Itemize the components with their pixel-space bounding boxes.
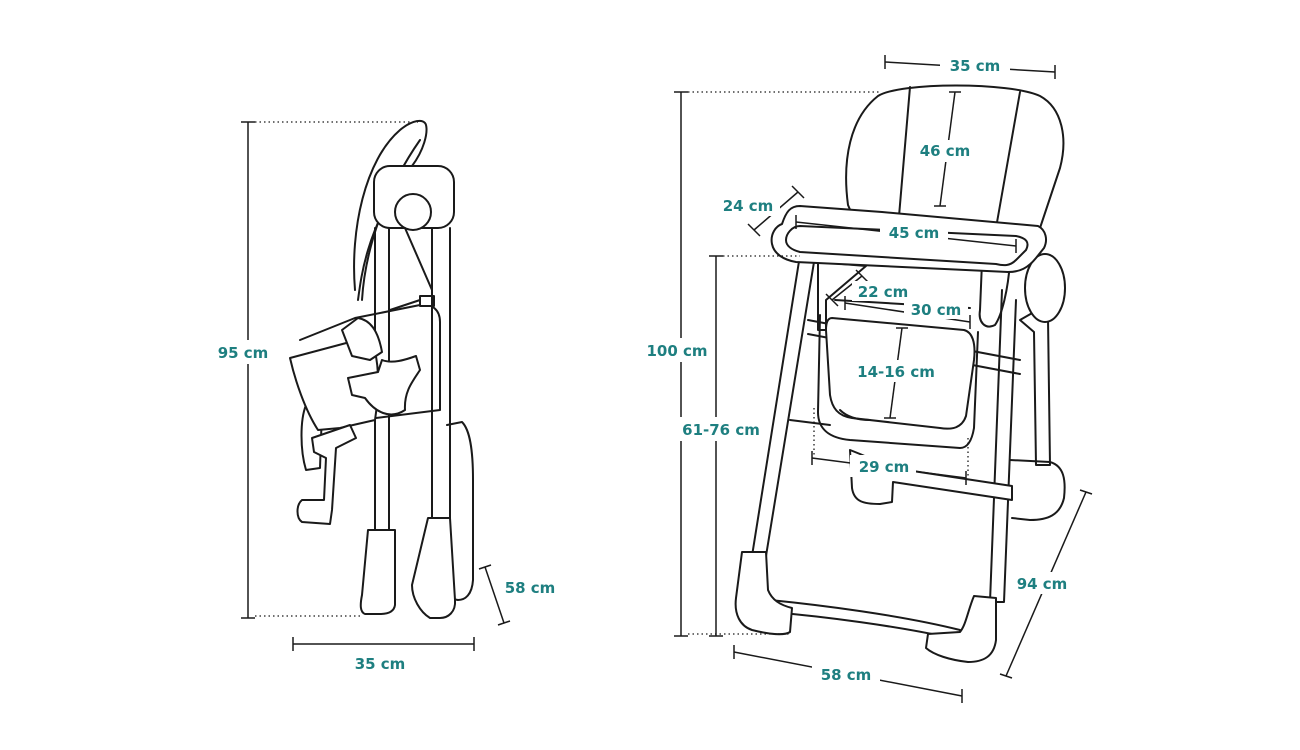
folded-depth-label: 58 cm: [505, 579, 556, 597]
open-footrest-width-dimension: 29 cm: [811, 408, 969, 485]
open-base-width-dimension: 58 cm: [733, 645, 963, 703]
folded-width-dimension: 35 cm: [292, 637, 475, 673]
open-seat-depth-label: 22 cm: [858, 283, 909, 301]
open-seat-floor-height-label: 61-76 cm: [682, 421, 760, 439]
open-base-depth-label: 94 cm: [1017, 575, 1068, 593]
open-backrest-height-label: 46 cm: [920, 142, 971, 160]
open-seat-height-dimension: 14-16 cm: [850, 327, 942, 419]
open-seat-depth-dimension: 22 cm: [825, 269, 914, 307]
open-tray-depth-label: 24 cm: [723, 197, 774, 215]
open-total-height-label: 100 cm: [646, 342, 707, 360]
folded-height-label: 95 cm: [218, 344, 269, 362]
open-backrest-height-dimension: 46 cm: [912, 91, 978, 207]
open-top-width-dimension: 35 cm: [884, 54, 1056, 79]
open-tray-width-label: 45 cm: [889, 224, 940, 242]
open-seat-floor-height-dimension: 61-76 cm: [676, 255, 800, 637]
open-tray-depth-dimension: 24 cm: [716, 185, 805, 237]
open-seat-height-label: 14-16 cm: [857, 363, 935, 381]
open-footrest-width-label: 29 cm: [859, 458, 910, 476]
open-seat-width-dimension: 30 cm: [844, 296, 971, 329]
folded-depth-dimension: 58 cm: [478, 564, 556, 626]
open-base-width-label: 58 cm: [821, 666, 872, 684]
folded-height-dimension: 95 cm: [210, 121, 418, 619]
open-total-height-dimension: 100 cm: [640, 91, 880, 637]
open-seat-width-label: 30 cm: [911, 301, 962, 319]
open-base-depth-dimension: 94 cm: [999, 489, 1093, 679]
folded-width-label: 35 cm: [355, 655, 406, 673]
folded-chair-illustration: [289, 119, 474, 619]
open-top-width-label: 35 cm: [950, 57, 1001, 75]
open-tray-width-dimension: 45 cm: [795, 215, 1017, 253]
